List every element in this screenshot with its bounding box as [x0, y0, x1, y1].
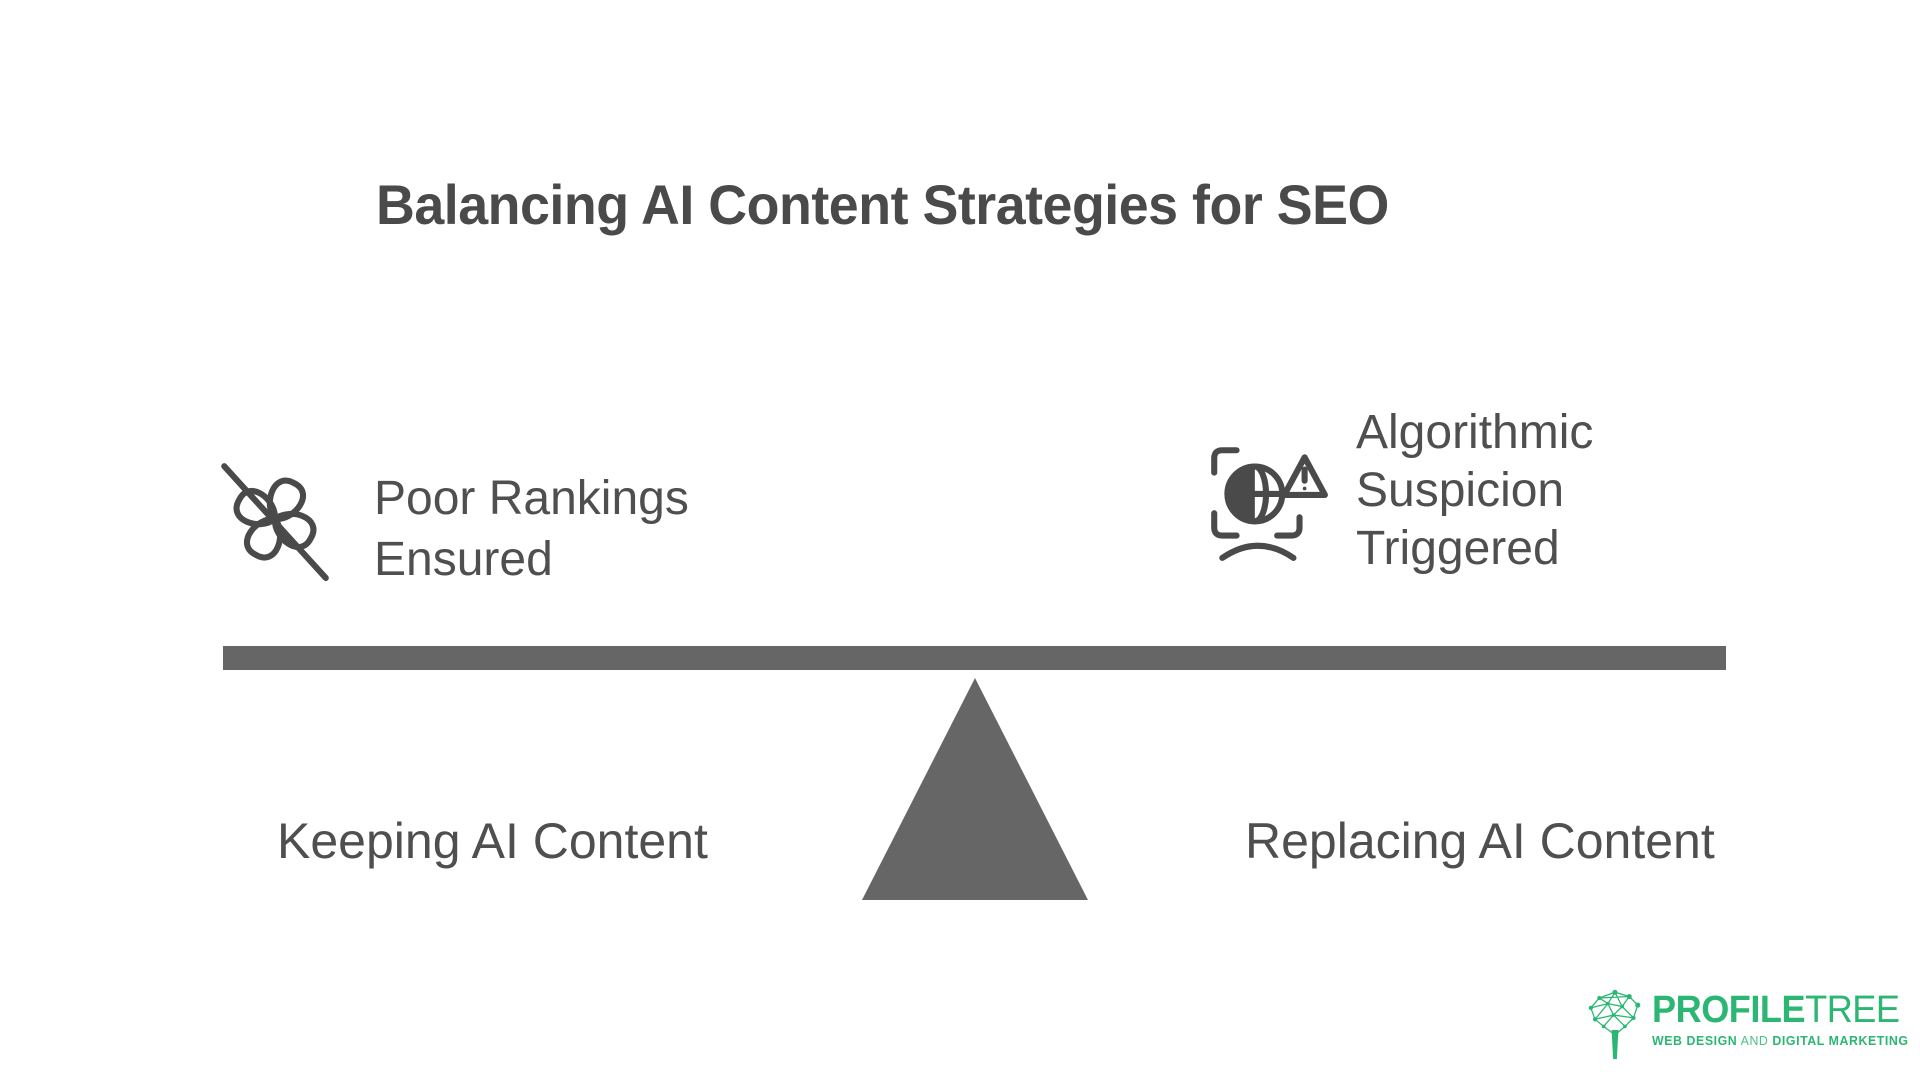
profiletree-logo: PROFILETREE WEB DESIGN AND DIGITAL MARKE…	[1586, 988, 1920, 1062]
logo-tagline: WEB DESIGN AND DIGITAL MARKETING	[1652, 1033, 1909, 1048]
logo-tagline-webdesign: WEB DESIGN	[1652, 1033, 1738, 1048]
logo-wordmark: PROFILETREE	[1652, 988, 1909, 1032]
left-consequence-line-2: Ensured	[374, 533, 553, 586]
balance-fulcrum-triangle	[862, 678, 1088, 900]
left-option-label: Keeping AI Content	[277, 813, 708, 869]
globe-scan-warning-icon	[1200, 434, 1330, 564]
right-consequence-label: Algorithmic Suspicion Triggered	[1356, 404, 1593, 578]
logo-wordmark-profile: PROFILE	[1652, 989, 1806, 1031]
logo-tagline-digitalmarketing: DIGITAL MARKETING	[1772, 1033, 1909, 1048]
left-consequence-line-1: Poor Rankings	[374, 472, 689, 525]
balance-beam	[223, 646, 1726, 670]
right-consequence-line-1: Algorithmic	[1356, 406, 1594, 459]
flower-slash-icon	[210, 452, 340, 582]
logo-text-block: PROFILETREE WEB DESIGN AND DIGITAL MARKE…	[1652, 988, 1909, 1048]
right-consequence-line-3: Triggered	[1356, 522, 1560, 575]
right-consequence-line-2: Suspicion	[1356, 464, 1565, 517]
page-title: Balancing AI Content Strategies for SEO	[376, 173, 1389, 236]
network-tree-icon	[1588, 989, 1641, 1060]
left-consequence-label: Poor Rankings Ensured	[374, 468, 689, 590]
right-option-label: Replacing AI Content	[1245, 813, 1715, 869]
logo-wordmark-tree: TREE	[1805, 989, 1900, 1031]
logo-tagline-and: AND	[1740, 1033, 1769, 1048]
